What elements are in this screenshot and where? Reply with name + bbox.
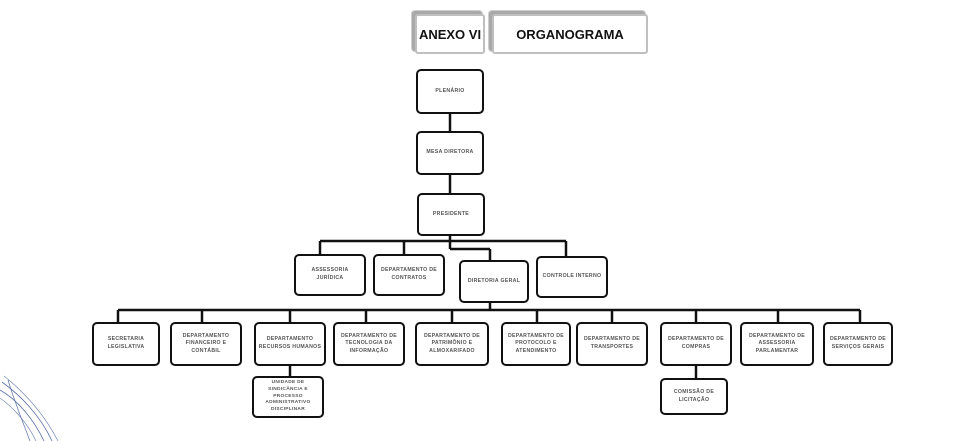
- node-plenario: PLENÁRIO: [416, 69, 484, 114]
- node-diretoria-geral: DIRETORIA GERAL: [459, 260, 529, 303]
- node-assessoria-juridica: ASSESSORIA JURÍDICA: [294, 254, 366, 296]
- node-dep-servicos-gerais: DEPARTAMENTO DE SERVIÇOS GERAIS: [823, 322, 893, 366]
- node-unidade-sindicancia: UNIDADE DE SINDICÂNCIA E PROCESSO ADMINI…: [252, 376, 324, 418]
- node-comissao-licitacao: COMISSÃO DE LICITAÇÃO: [660, 378, 728, 415]
- node-dep-assessoria-parlamentar: DEPARTAMENTO DE ASSESSORIA PARLAMENTAR: [740, 322, 814, 366]
- node-dep-transportes: DEPARTAMENTO DE TRANSPORTES: [576, 322, 648, 366]
- node-dep-financeiro-contabil: DEPARTAMENTO FINANCEIRO E CONTÁBIL: [170, 322, 242, 366]
- node-dep-compras: DEPARTAMENTO DE COMPRAS: [660, 322, 732, 366]
- node-dep-patrimonio-almoxarifado: DEPARTAMENTO DE PATRIMÔNIO E ALMOXARIFAD…: [415, 322, 489, 366]
- node-mesa-diretora: MESA DIRETORA: [416, 131, 484, 175]
- node-presidente: PRESIDENTE: [417, 193, 485, 236]
- node-controle-interno: CONTROLE INTERNO: [536, 256, 608, 298]
- node-secretaria-legislativa: SECRETARIA LEGISLATIVA: [92, 322, 160, 366]
- node-departamento-contratos: DEPARTAMENTO DE CONTRATOS: [373, 254, 445, 296]
- node-dep-recursos-humanos: DEPARTAMENTO RECURSOS HUMANOS: [254, 322, 326, 366]
- page-title: ORGANOGRAMA: [492, 14, 648, 54]
- node-dep-protocolo-atendimento: DEPARTAMENTO DE PROTOCOLO E ATENDIMENTO: [501, 322, 571, 366]
- annex-label: ANEXO VI: [415, 14, 485, 54]
- node-dep-tecnologia-informacao: DEPARTAMENTO DE TECNOLOGIA DA INFORMAÇÃO: [333, 322, 405, 366]
